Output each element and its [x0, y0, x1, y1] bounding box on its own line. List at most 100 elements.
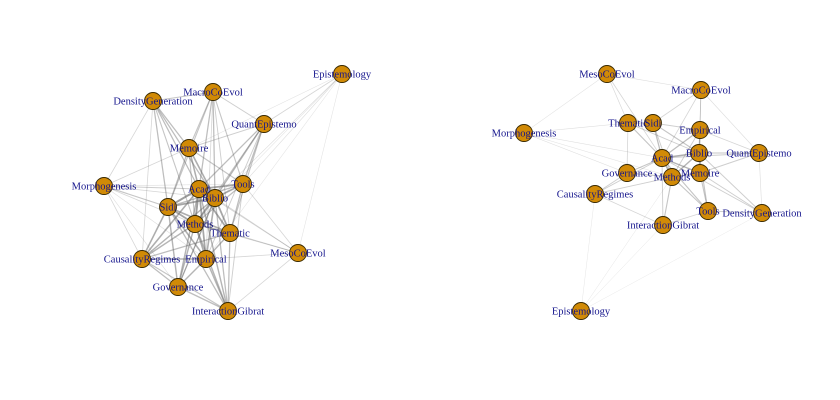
node-label-Tools: Tools — [696, 207, 719, 218]
node-Methods — [663, 168, 681, 186]
nodes-layer — [515, 65, 771, 320]
edge-Memoire-MacroCoEvol — [188, 91, 214, 149]
edge-MesoCoEvol-InteractionGibrat — [227, 252, 299, 312]
node-Governance — [618, 164, 636, 182]
network-graph-left: EpistemologyMacroCoEvolDensityGeneration… — [72, 65, 372, 320]
node-Memoire — [180, 139, 198, 157]
edge-Morphogenesis-Tools — [103, 183, 244, 187]
edge-Empirical-QuantEpistemo — [699, 129, 760, 154]
edge-Epistemology-DensityGeneration — [580, 212, 763, 312]
edge-Biblio-Epistemology — [214, 73, 343, 199]
edge-Acad-QuantEpistemo — [661, 152, 760, 159]
edge-Biblio-MacroCoEvol — [212, 91, 216, 199]
edge-QuantEpistemo-Empirical — [205, 123, 265, 260]
edge-Tools-Epistemology — [242, 73, 343, 185]
edge-Methods-CausalityRegimes — [594, 176, 673, 195]
nodes-layer — [95, 65, 351, 320]
node-label-DensityGeneration: DensityGeneration — [113, 97, 193, 108]
node-Tools — [699, 202, 717, 220]
node-Acad — [190, 180, 208, 198]
edge-Acad-DensityGeneration — [152, 100, 200, 190]
node-MacroCoEvol — [692, 81, 710, 99]
edge-Acad-Governance — [177, 188, 200, 288]
node-Sidi — [644, 114, 662, 132]
node-Biblio — [690, 144, 708, 162]
edge-MesoCoEvol-Morphogenesis — [523, 73, 608, 134]
edge-InteractionGibrat-Tools — [227, 183, 244, 312]
node-label-Acad: Acad — [651, 154, 674, 165]
edge-Sidi-Governance — [167, 206, 179, 288]
node-Sidi — [159, 198, 177, 216]
edge-Thematic-CausalityRegimes — [141, 232, 231, 260]
edge-Biblio-DensityGeneration — [698, 152, 763, 214]
edge-MesoCoEvol-MacroCoEvol — [606, 73, 702, 91]
edge-Biblio-Thematic — [627, 122, 700, 154]
edge-CausalityRegimes-InteractionGibrat — [594, 193, 664, 226]
edge-Tools-QuantEpistemo — [242, 123, 265, 185]
edge-QuantEpistemo-Epistemology — [263, 73, 343, 125]
edge-Acad-MacroCoEvol — [661, 89, 702, 159]
edge-DensityGeneration-MacroCoEvol — [152, 91, 214, 102]
edge-Memoire-QuantEpistemo — [699, 152, 760, 174]
edge-MesoCoEvol-Epistemology — [297, 73, 343, 254]
edge-DensityGeneration-Morphogenesis — [103, 100, 154, 187]
edge-Biblio-QuantEpistemo — [214, 123, 265, 199]
node-label-MacroCoEvol: MacroCoEvol — [671, 86, 731, 97]
node-label-Biblio: Biblio — [202, 194, 228, 205]
edge-Memoire-DensityGeneration — [699, 172, 763, 214]
node-label-DensityGeneration: DensityGeneration — [722, 209, 802, 220]
node-label-Empirical: Empirical — [185, 255, 226, 266]
node-CausalityRegimes — [586, 185, 604, 203]
node-DensityGeneration — [753, 204, 771, 222]
node-label-Memoire: Memoire — [170, 144, 209, 155]
edge-Epistemology-CausalityRegimes — [580, 193, 596, 312]
node-label-MesoCoEvol: MesoCoEvol — [270, 249, 326, 260]
edge-Methods-Governance — [177, 223, 196, 288]
node-label-Acad: Acad — [188, 185, 211, 196]
node-label-Memoire: Memoire — [681, 169, 720, 180]
node-label-CausalityRegimes: CausalityRegimes — [104, 255, 180, 266]
node-QuantEpistemo — [750, 144, 768, 162]
edge-Morphogenesis-CausalityRegimes — [103, 185, 143, 260]
node-Tools — [234, 175, 252, 193]
node-label-Governance: Governance — [153, 283, 204, 294]
node-label-Thematic: Thematic — [608, 119, 648, 130]
node-Thematic — [221, 224, 239, 242]
node-Methods — [186, 215, 204, 233]
node-Epistemology — [333, 65, 351, 83]
edge-Thematic-MesoCoEvol — [229, 232, 299, 254]
network-graph-right: MesoCoEvolMacroCoEvolMorphogenesisThemat… — [492, 65, 802, 320]
edge-Sidi-Morphogenesis — [103, 185, 169, 208]
edge-Epistemology-InteractionGibrat — [580, 224, 664, 312]
edge-Biblio-Governance — [177, 197, 216, 288]
edge-Tools-DensityGeneration — [707, 210, 763, 214]
node-Governance — [169, 278, 187, 296]
edge-Acad-Thematic — [198, 188, 231, 234]
edge-Memoire-DensityGeneration — [152, 100, 190, 149]
node-label-Sidi: Sidi — [645, 119, 662, 130]
edge-Memoire-QuantEpistemo — [188, 123, 265, 149]
node-Empirical — [691, 121, 709, 139]
edge-DensityGeneration-Methods — [152, 100, 196, 225]
node-label-CausalityRegimes: CausalityRegimes — [557, 190, 633, 201]
edge-Methods-CausalityRegimes — [141, 223, 196, 260]
node-label-MacroCoEvol: MacroCoEvol — [183, 88, 243, 99]
node-label-Biblio: Biblio — [686, 149, 712, 160]
edge-Memoire-Morphogenesis — [103, 147, 190, 187]
node-Biblio — [206, 189, 224, 207]
edge-Biblio-CausalityRegimes — [141, 197, 216, 260]
edge-Biblio-Memoire — [188, 147, 216, 199]
edge-Sidi-Memoire — [167, 147, 190, 208]
edge-Thematic-InteractionGibrat — [227, 232, 231, 312]
edge-Acad-DensityGeneration — [661, 157, 763, 214]
edge-Sidi-Empirical — [167, 206, 207, 260]
edge-MacroCoEvol-Thematic — [212, 91, 231, 234]
node-CausalityRegimes — [133, 250, 151, 268]
node-label-Methods: Methods — [654, 173, 691, 184]
edge-Tools-MacroCoEvol — [212, 91, 244, 185]
edge-Biblio-MesoCoEvol — [214, 197, 299, 254]
edge-DensityGeneration-CausalityRegimes — [141, 100, 154, 260]
edge-Acad-Morphogenesis — [103, 185, 200, 190]
node-MacroCoEvol — [204, 83, 222, 101]
